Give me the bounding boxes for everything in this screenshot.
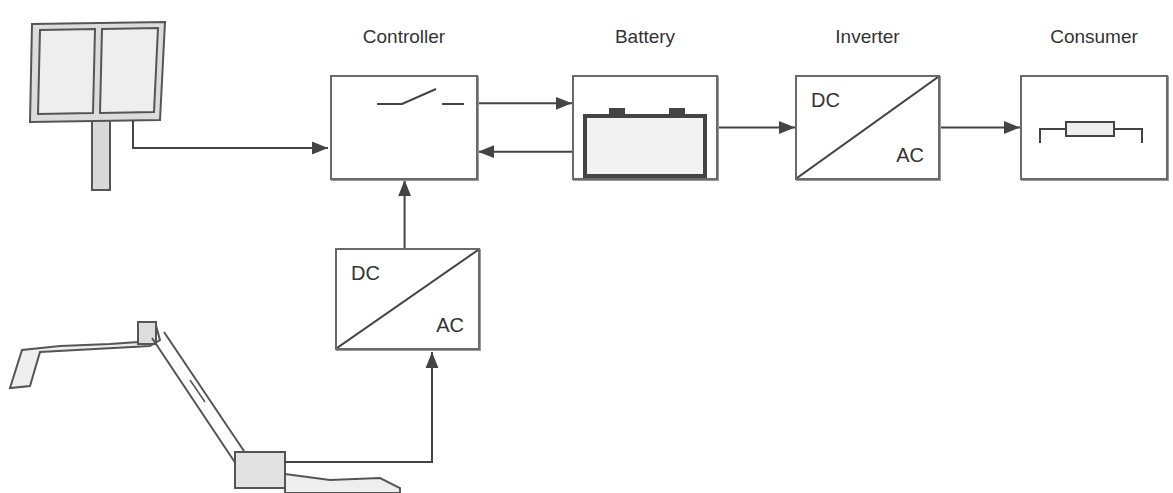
- ac-label: AC: [896, 144, 924, 166]
- flow-arrow: [478, 102, 572, 104]
- inverter-box: InverterDCAC: [795, 75, 940, 180]
- flow-arrow: [404, 180, 406, 248]
- battery-box: Battery: [572, 75, 718, 180]
- ac-label: AC: [436, 314, 464, 336]
- dc-label: DC: [811, 89, 840, 111]
- battery-symbol: [574, 77, 716, 178]
- box-heading: Controller: [312, 27, 496, 48]
- controller-box: Controller: [330, 75, 478, 180]
- solar-wire: [133, 120, 328, 148]
- solar-panel: [30, 22, 165, 190]
- flow-arrow: [478, 151, 572, 153]
- switch-symbol: [332, 77, 476, 178]
- resistor-symbol: [1022, 77, 1166, 178]
- consumer-box: Consumer: [1020, 75, 1168, 180]
- box-heading: Consumer: [1002, 27, 1173, 48]
- flow-arrow: [940, 127, 1020, 129]
- box-heading: Inverter: [777, 27, 958, 48]
- flow-arrow: [718, 127, 795, 129]
- box-heading: Battery: [554, 27, 736, 48]
- dc-label: DC: [351, 262, 380, 284]
- converter-box: DC AC: [335, 248, 480, 350]
- hydro-wire: [285, 352, 432, 462]
